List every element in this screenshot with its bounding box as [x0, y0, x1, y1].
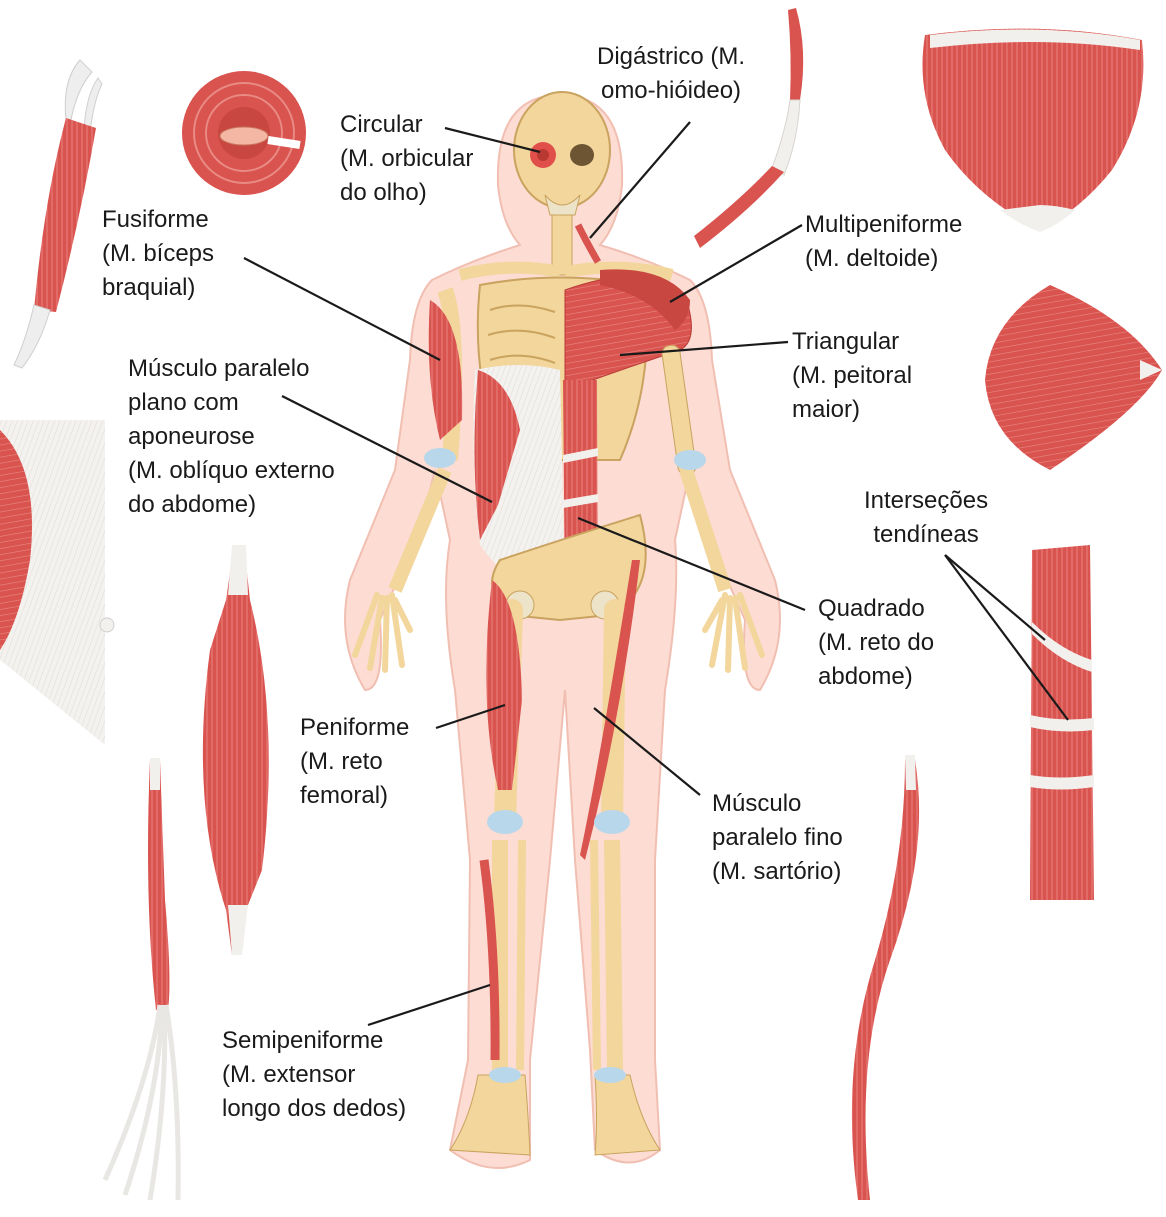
- orbicular-muscle-illustration: [182, 71, 306, 195]
- omohyoid-muscle-illustration: [694, 8, 804, 248]
- label-paralelo-fino: Músculo paralelo fino (M. sartório): [712, 790, 843, 885]
- label-fusiforme: Fusiforme (M. bíceps braquial): [102, 206, 215, 301]
- leader-intersecoes-2: [944, 554, 1069, 721]
- leader-peniforme: [435, 703, 506, 730]
- label-paralelo-plano: Músculo paralelo plano com aponeurose (M…: [128, 355, 335, 518]
- label-multipeniforme: Multipeniforme (M. deltoide): [805, 211, 963, 272]
- leader-intersecoes-1: [944, 554, 1046, 641]
- leader-paralelo-fino: [593, 707, 701, 796]
- leader-semipeniforme: [367, 983, 491, 1027]
- label-triangular: Triangular (M. peitoral maior): [792, 328, 913, 423]
- leader-circular: [444, 126, 541, 154]
- pectoral-muscle-illustration: [985, 285, 1162, 470]
- deltoid-muscle-illustration: [922, 28, 1144, 232]
- sartorius-muscle-illustration: [851, 755, 920, 1200]
- external-oblique-muscle-illustration: [0, 420, 115, 745]
- leader-triangular: [619, 340, 789, 357]
- label-quadrado: Quadrado (M. reto do abdome): [818, 595, 935, 690]
- leader-quadrado: [577, 516, 806, 612]
- leader-digastrico: [589, 121, 691, 239]
- spindle-muscle-illustration: [202, 545, 269, 955]
- extensor-muscle-illustration: [102, 758, 181, 1201]
- human-figure-illustration: [344, 91, 781, 1169]
- leader-paralelo-plano: [281, 395, 493, 503]
- label-circular: Circular (M. orbicular do olho): [340, 111, 474, 206]
- leader-lines: [243, 121, 1069, 1027]
- leader-multipeniforme: [669, 224, 803, 303]
- label-intersecoes: Interseções tendíneas: [864, 487, 989, 548]
- label-semipeniforme: Semipeniforme (M. extensor longo dos ded…: [222, 1027, 407, 1122]
- leader-fusiforme: [243, 257, 441, 361]
- label-digastrico: Digástrico (M. omo-hióideo): [597, 43, 746, 104]
- label-peniforme: Peniforme (M. reto femoral): [300, 714, 410, 809]
- biceps-muscle-illustration: [13, 59, 103, 369]
- rectus-abdominis-muscle-illustration: [1030, 545, 1094, 900]
